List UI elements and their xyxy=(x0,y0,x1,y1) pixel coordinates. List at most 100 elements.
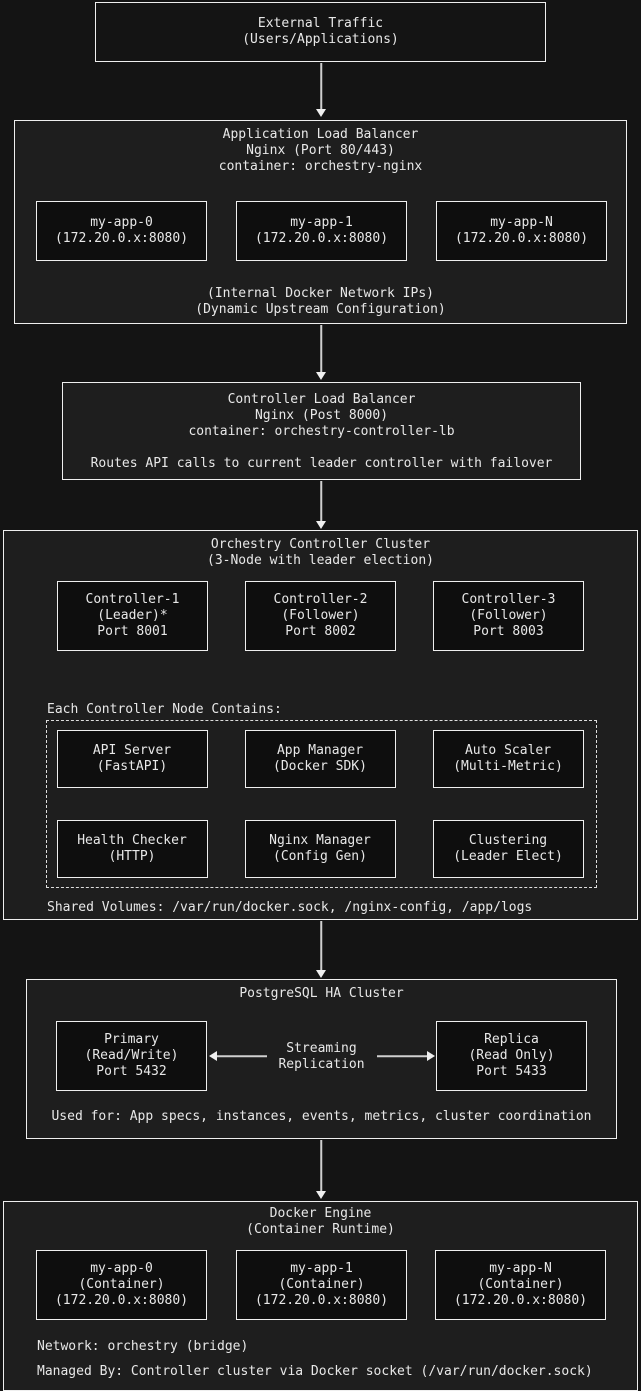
container-my-app-0: my-app-0 (Container) (172.20.0.x:8080) xyxy=(36,1249,207,1320)
component-detail: (HTTP) xyxy=(108,849,156,864)
flow-arrow-1 xyxy=(315,63,327,117)
component-api-server-box: API Server (FastAPI) xyxy=(56,730,208,788)
component-name: Auto Scaler xyxy=(464,743,552,758)
node-addr: (172.20.0.x:8080) xyxy=(454,230,589,246)
container-addr: (172.20.0.x:8080) xyxy=(254,1292,389,1308)
controller-3-box: Controller-3 (Follower) Port 8003 xyxy=(433,580,584,651)
db-mode: (Read Only) xyxy=(468,1047,555,1063)
container-name: my-app-N xyxy=(489,1260,552,1276)
postgres-used-for: Used for: App specs, instances, events, … xyxy=(51,1109,592,1124)
arrow-right-icon xyxy=(427,1051,435,1061)
flow-arrow-5 xyxy=(315,1140,327,1199)
app-lb-container: container: orchestry-nginx xyxy=(218,159,423,174)
node-addr: (172.20.0.x:8080) xyxy=(254,230,389,246)
component-detail: (Docker SDK) xyxy=(273,759,367,774)
controller-port: Port 8002 xyxy=(285,623,356,639)
component-nginx-manager-box: Nginx Manager (Config Gen) xyxy=(244,820,396,878)
upstream-node-my-app-1: my-app-1 (172.20.0.x:8080) xyxy=(236,200,407,261)
component-auto-scaler-box: Auto Scaler (Multi-Metric) xyxy=(432,730,584,788)
app-lb-footer2: (Dynamic Upstream Configuration) xyxy=(195,301,446,317)
arrow-down-icon xyxy=(316,970,326,978)
db-name: Replica xyxy=(484,1031,539,1047)
controller-cluster-box: Orchestry Controller Cluster (3-Node wit… xyxy=(3,530,638,920)
component-health-checker-box: Health Checker (HTTP) xyxy=(56,820,208,878)
component-clustering-box: Clustering (Leader Elect) xyxy=(432,820,584,878)
docker-engine-box: Docker Engine (Container Runtime) my-app… xyxy=(3,1201,638,1391)
app-lb-title: Application Load Balancer xyxy=(222,127,419,142)
app-load-balancer-box: Application Load Balancer Nginx (Port 80… xyxy=(14,120,627,324)
node-components-group: API Server (FastAPI) App Manager (Docker… xyxy=(46,719,597,888)
controller-role: (Follower) xyxy=(281,607,360,623)
node-addr: (172.20.0.x:8080) xyxy=(54,230,189,246)
component-detail: (Multi-Metric) xyxy=(453,759,563,774)
cluster-subtitle: (3-Node with leader election) xyxy=(207,553,434,568)
arrow-line xyxy=(320,1140,322,1193)
container-addr: (172.20.0.x:8080) xyxy=(453,1292,588,1308)
db-name: Primary xyxy=(104,1031,159,1047)
component-name: App Manager xyxy=(276,743,364,758)
component-app-manager-box: App Manager (Docker SDK) xyxy=(244,730,396,788)
postgres-replica-box: Replica (Read Only) Port 5433 xyxy=(436,1020,587,1091)
container-kind: (Container) xyxy=(78,1276,165,1292)
replication-line2: Replication xyxy=(278,1057,365,1072)
flow-arrow-2 xyxy=(315,325,327,380)
arrow-line xyxy=(320,325,322,374)
postgres-title: PostgreSQL HA Cluster xyxy=(239,986,404,1001)
flow-arrow-3 xyxy=(315,481,327,529)
controller-role: (Follower) xyxy=(469,607,548,623)
controller-load-balancer-box: Controller Load Balancer Nginx (Post 800… xyxy=(62,382,581,480)
ctl-lb-port: Nginx (Post 8000) xyxy=(254,408,389,423)
controller-1-box: Controller-1 (Leader)* Port 8001 xyxy=(57,580,208,651)
db-port: Port 5433 xyxy=(476,1063,547,1079)
arrow-down-icon xyxy=(316,109,326,117)
docker-network-label: Network: orchestry (bridge) xyxy=(37,1339,249,1354)
app-lb-port: Nginx (Port 80/443) xyxy=(246,143,395,158)
controller-name: Controller-3 xyxy=(461,591,556,607)
arrow-line xyxy=(320,63,322,111)
container-my-app-n: my-app-N (Container) (172.20.0.x:8080) xyxy=(435,1249,606,1320)
replication-line1: Streaming xyxy=(286,1041,357,1056)
postgres-primary-box: Primary (Read/Write) Port 5432 xyxy=(56,1020,207,1091)
external-traffic-line2: (Users/Applications) xyxy=(242,32,399,47)
arrow-line xyxy=(215,1055,267,1057)
container-my-app-1: my-app-1 (Container) (172.20.0.x:8080) xyxy=(236,1249,407,1320)
container-name: my-app-0 xyxy=(90,1260,153,1276)
external-traffic-box: External Traffic (Users/Applications) xyxy=(95,2,546,62)
container-kind: (Container) xyxy=(278,1276,365,1292)
shared-volumes-label: Shared Volumes: /var/run/docker.sock, /n… xyxy=(47,900,533,915)
component-detail: (FastAPI) xyxy=(96,759,168,774)
component-detail: (Leader Elect) xyxy=(453,849,563,864)
component-name: Clustering xyxy=(468,833,548,848)
flow-arrow-4 xyxy=(315,921,327,978)
controller-name: Controller-1 xyxy=(85,591,180,607)
container-kind: (Container) xyxy=(477,1276,564,1292)
upstream-node-my-app-n: my-app-N (172.20.0.x:8080) xyxy=(436,200,607,261)
node-name: my-app-1 xyxy=(290,214,353,230)
db-port: Port 5432 xyxy=(96,1063,167,1079)
docker-managed-by-label: Managed By: Controller cluster via Docke… xyxy=(37,1364,593,1379)
component-name: Nginx Manager xyxy=(269,833,371,848)
arrow-down-icon xyxy=(316,372,326,380)
container-addr: (172.20.0.x:8080) xyxy=(54,1292,189,1308)
component-detail: (Config Gen) xyxy=(273,849,367,864)
ctl-lb-container: container: orchestry-controller-lb xyxy=(188,424,455,439)
container-name: my-app-1 xyxy=(290,1260,353,1276)
external-traffic-line1: External Traffic xyxy=(257,16,384,31)
node-contains-label: Each Controller Node Contains: xyxy=(47,701,282,717)
node-name: my-app-0 xyxy=(90,214,153,230)
component-name: API Server xyxy=(92,743,172,758)
controller-port: Port 8001 xyxy=(97,623,168,639)
postgres-cluster-box: PostgreSQL HA Cluster Primary (Read/Writ… xyxy=(26,979,617,1139)
replication-arrow-right xyxy=(377,1049,435,1063)
ctl-lb-title: Controller Load Balancer xyxy=(227,392,416,407)
upstream-node-my-app-0: my-app-0 (172.20.0.x:8080) xyxy=(36,200,207,261)
arrow-down-icon xyxy=(316,1191,326,1199)
arrow-line xyxy=(320,921,322,972)
replication-label: Streaming Replication xyxy=(27,1041,616,1073)
arrow-down-icon xyxy=(316,521,326,529)
cluster-title: Orchestry Controller Cluster xyxy=(210,537,431,552)
arrow-line xyxy=(377,1055,429,1057)
app-lb-footer1: (Internal Docker Network IPs) xyxy=(207,285,434,301)
component-name: Health Checker xyxy=(77,833,187,848)
